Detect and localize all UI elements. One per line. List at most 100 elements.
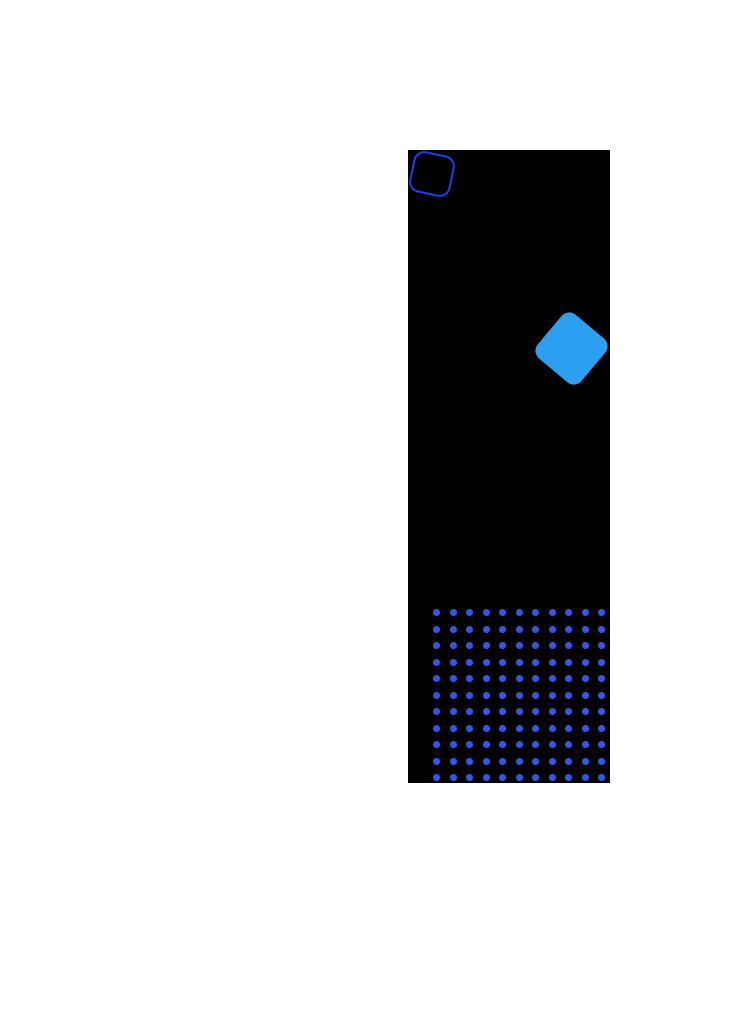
grid-dot bbox=[598, 774, 605, 781]
grid-dot bbox=[565, 708, 572, 715]
grid-dot bbox=[449, 724, 457, 732]
grid-dot bbox=[466, 625, 473, 633]
grid-dot bbox=[581, 658, 589, 666]
grid-dot bbox=[581, 609, 589, 616]
grid-dot bbox=[499, 675, 506, 682]
grid-dot bbox=[482, 708, 490, 715]
grid-dot bbox=[499, 658, 506, 666]
grid-dot bbox=[433, 625, 440, 633]
grid-dot bbox=[565, 675, 572, 682]
grid-dot bbox=[532, 642, 539, 649]
grid-dot bbox=[499, 609, 506, 616]
grid-dot bbox=[515, 642, 523, 649]
grid-dot bbox=[449, 774, 457, 781]
grid-dot bbox=[482, 609, 490, 616]
grid-dot bbox=[433, 708, 440, 715]
grid-dot bbox=[598, 642, 605, 649]
grid-dot bbox=[433, 757, 440, 765]
grid-dot bbox=[466, 724, 473, 732]
grid-dot bbox=[433, 741, 440, 748]
grid-dot bbox=[499, 757, 506, 765]
grid-dot bbox=[515, 691, 523, 699]
grid-dot bbox=[598, 757, 605, 765]
grid-dot bbox=[548, 625, 556, 633]
grid-dot bbox=[499, 774, 506, 781]
grid-dot bbox=[548, 675, 556, 682]
grid-dot bbox=[466, 757, 473, 765]
grid-dot bbox=[466, 609, 473, 616]
grid-dot bbox=[532, 658, 539, 666]
grid-dot bbox=[581, 757, 589, 765]
grid-dot bbox=[532, 741, 539, 748]
grid-dot bbox=[565, 774, 572, 781]
grid-dot bbox=[581, 675, 589, 682]
grid-dot bbox=[466, 658, 473, 666]
grid-dot bbox=[581, 625, 589, 633]
grid-dot bbox=[565, 658, 572, 666]
grid-dot bbox=[499, 691, 506, 699]
dot-grid bbox=[433, 609, 605, 781]
grid-dot bbox=[482, 658, 490, 666]
grid-dot bbox=[482, 774, 490, 781]
grid-dot bbox=[565, 757, 572, 765]
grid-dot bbox=[499, 625, 506, 633]
grid-dot bbox=[532, 691, 539, 699]
grid-dot bbox=[548, 658, 556, 666]
grid-dot bbox=[449, 757, 457, 765]
grid-dot bbox=[598, 691, 605, 699]
grid-dot bbox=[515, 609, 523, 616]
grid-dot bbox=[565, 741, 572, 748]
grid-dot bbox=[449, 741, 457, 748]
grid-dot bbox=[581, 642, 589, 649]
grid-dot bbox=[548, 774, 556, 781]
grid-dot bbox=[433, 691, 440, 699]
grid-dot bbox=[598, 658, 605, 666]
grid-dot bbox=[532, 724, 539, 732]
grid-dot bbox=[449, 625, 457, 633]
grid-dot bbox=[433, 724, 440, 732]
grid-dot bbox=[565, 691, 572, 699]
grid-dot bbox=[598, 625, 605, 633]
grid-dot bbox=[598, 724, 605, 732]
grid-dot bbox=[433, 609, 440, 616]
grid-dot bbox=[565, 625, 572, 633]
grid-dot bbox=[449, 609, 457, 616]
grid-dot bbox=[565, 609, 572, 616]
grid-dot bbox=[532, 675, 539, 682]
grid-dot bbox=[548, 691, 556, 699]
grid-dot bbox=[548, 642, 556, 649]
grid-dot bbox=[581, 691, 589, 699]
grid-dot bbox=[532, 609, 539, 616]
grid-dot bbox=[449, 658, 457, 666]
grid-dot bbox=[515, 658, 523, 666]
grid-dot bbox=[466, 774, 473, 781]
grid-dot bbox=[515, 774, 523, 781]
grid-dot bbox=[598, 675, 605, 682]
grid-dot bbox=[482, 625, 490, 633]
grid-dot bbox=[548, 724, 556, 732]
grid-dot bbox=[482, 741, 490, 748]
grid-dot bbox=[515, 757, 523, 765]
grid-dot bbox=[466, 691, 473, 699]
grid-dot bbox=[482, 642, 490, 649]
grid-dot bbox=[433, 675, 440, 682]
grid-dot bbox=[548, 741, 556, 748]
grid-dot bbox=[515, 724, 523, 732]
grid-dot bbox=[581, 724, 589, 732]
grid-dot bbox=[581, 774, 589, 781]
grid-dot bbox=[433, 774, 440, 781]
grid-dot bbox=[449, 675, 457, 682]
grid-dot bbox=[548, 708, 556, 715]
grid-dot bbox=[532, 708, 539, 715]
grid-dot bbox=[499, 724, 506, 732]
grid-dot bbox=[433, 642, 440, 649]
grid-dot bbox=[548, 757, 556, 765]
grid-dot bbox=[482, 675, 490, 682]
grid-dot bbox=[449, 708, 457, 715]
grid-dot bbox=[466, 708, 473, 715]
grid-dot bbox=[532, 625, 539, 633]
grid-dot bbox=[515, 675, 523, 682]
grid-dot bbox=[581, 708, 589, 715]
grid-dot bbox=[598, 741, 605, 748]
grid-dot bbox=[466, 675, 473, 682]
